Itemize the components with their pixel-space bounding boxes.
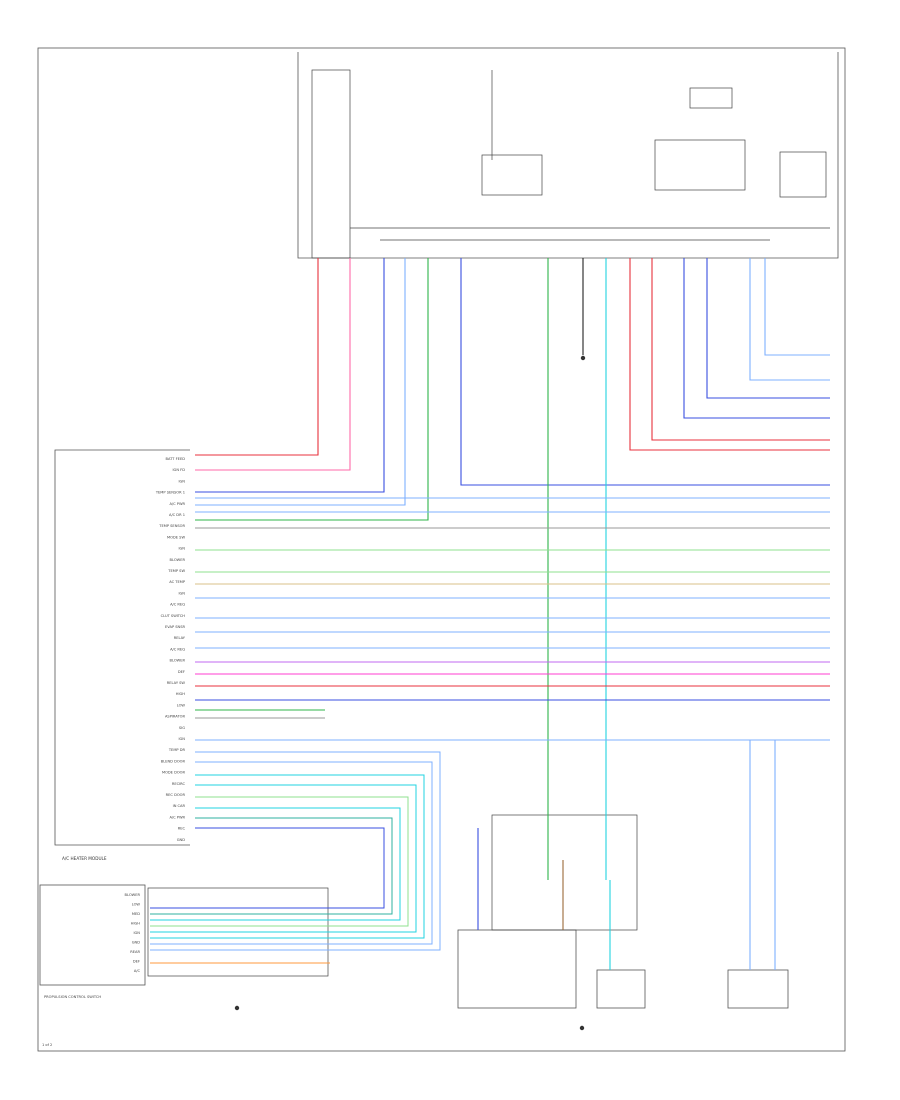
wire-batt-feed (195, 258, 319, 456)
module-pin-label: AC TEMP (169, 580, 186, 584)
switch-pin-label: HIGH (131, 922, 141, 926)
relay-block-3 (779, 151, 827, 198)
wire-lb-right-1 (749, 258, 830, 381)
switch-pin-label: DEF (133, 960, 140, 964)
wire-switch-2 (150, 761, 433, 945)
module-pin-label: CLUT SWITCH (161, 614, 186, 618)
fuse-column (311, 69, 351, 259)
module-pin-label: IGN (178, 591, 185, 595)
module-pin-label: A/C REQ (170, 603, 185, 607)
wire-ign-feed (195, 258, 351, 471)
module-pin-label: IGN (178, 737, 185, 741)
relay-block-2 (654, 139, 746, 191)
module-pin-label: RELAY SW (167, 681, 186, 685)
module-pin-label: TEMP SW (167, 569, 185, 573)
wire-switch-5 (150, 796, 409, 927)
motor-box (727, 969, 789, 1009)
wire-ac-dr (195, 258, 429, 521)
module-pin-label: RELAY (174, 636, 186, 640)
module-pin-label: BLEND DOOR (161, 759, 186, 763)
module-pin-label: BLOWER (170, 558, 186, 562)
control-switch-frame (39, 884, 146, 986)
module-pin-label: BLOWER (170, 659, 186, 663)
module-pin-label: EVAP SNSR (165, 625, 186, 629)
relay-coil (689, 87, 733, 109)
wire-blue-right-1 (683, 258, 830, 419)
ground-point-2 (234, 1005, 240, 1011)
sensor-box (596, 969, 646, 1009)
module-pin-label: IGN (178, 547, 185, 551)
module-label: A/C HEATER MODULE (62, 856, 107, 861)
module-pin-label: TEMP SENSOR (158, 524, 185, 528)
switch-pin-label: GND (132, 941, 140, 945)
ground-point-3 (579, 1025, 585, 1031)
module-pin-label: SIG (179, 726, 185, 730)
wire-switch-1 (150, 751, 441, 951)
hvac-module-frame (54, 449, 190, 846)
wire-switch-6 (150, 807, 401, 921)
module-pin-label: LOW (177, 703, 186, 707)
module-pin-label: TEMP DR (168, 748, 186, 752)
switch-pin-label: LOW (132, 903, 141, 907)
ground-point (580, 355, 586, 361)
wire-red-right-2 (651, 258, 830, 441)
module-pin-label: DEF (178, 670, 185, 674)
wire-temp-sensor (195, 258, 385, 493)
relay-block-1 (481, 154, 543, 196)
switch-pin-label: BLOWER (125, 893, 141, 897)
switch-pin-label: MED (132, 912, 140, 916)
pin-label-group: BATT FEED IGN FD IGN TEMP SENSOR 1 A/C PWR A/… (155, 457, 186, 842)
wire-switch-7 (150, 817, 393, 915)
switch-pin-label: IGN (133, 931, 140, 935)
page-ref: 1 of 2 (42, 1043, 52, 1047)
module-pin-label: IGN (178, 479, 185, 483)
module-pin-label: REC (178, 827, 186, 831)
switch-label-group: BLOWER LOW MED HIGH IGN GND REAR DEF A/C (125, 893, 141, 973)
wire-ign-right (460, 258, 830, 486)
wire-ac-pwr (195, 258, 406, 506)
module-pin-label: BATT FEED (166, 457, 186, 461)
switch-pin-label: A/C (134, 969, 141, 973)
module-pin-label: A/C REQ (170, 647, 185, 651)
module-pin-label: A/C PWR (169, 502, 185, 506)
switch-pin-label: REAR (130, 950, 140, 954)
module-pin-label: GND (177, 838, 185, 842)
loop-frame (491, 814, 638, 931)
module-pin-label: A/C DR 1 (169, 513, 185, 517)
module-pin-label: MODE DOOR (162, 771, 186, 775)
wire-red-right-1 (629, 258, 830, 451)
module-pin-label: MODE SW (167, 535, 185, 539)
module-pin-label: RECIRC (172, 782, 186, 786)
module-pin-label: IN CAR (173, 804, 186, 808)
wire-group (150, 258, 830, 970)
module-pin-label: REC DOOR (166, 793, 186, 797)
module-pin-label: TEMP SENSOR 1 (155, 491, 185, 495)
diagram-frame (37, 47, 846, 1052)
module-pin-label: IGN FD (172, 468, 185, 472)
module-pin-label: ASPIRATOR (165, 715, 186, 719)
wire-lb-right-2 (764, 258, 830, 356)
wire-blue-right-2 (706, 258, 830, 399)
module-pin-label: HIGH (176, 692, 186, 696)
power-distribution-frame (297, 52, 839, 259)
module-pin-label: A/C PWR (169, 815, 185, 819)
wire-switch-8 (150, 827, 385, 909)
wire-switch-4 (150, 784, 417, 933)
control-switch-label: PROPULSION CONTROL SWITCH (44, 995, 101, 999)
blower-motor-box (457, 929, 577, 1009)
wire-switch-3 (150, 774, 425, 939)
